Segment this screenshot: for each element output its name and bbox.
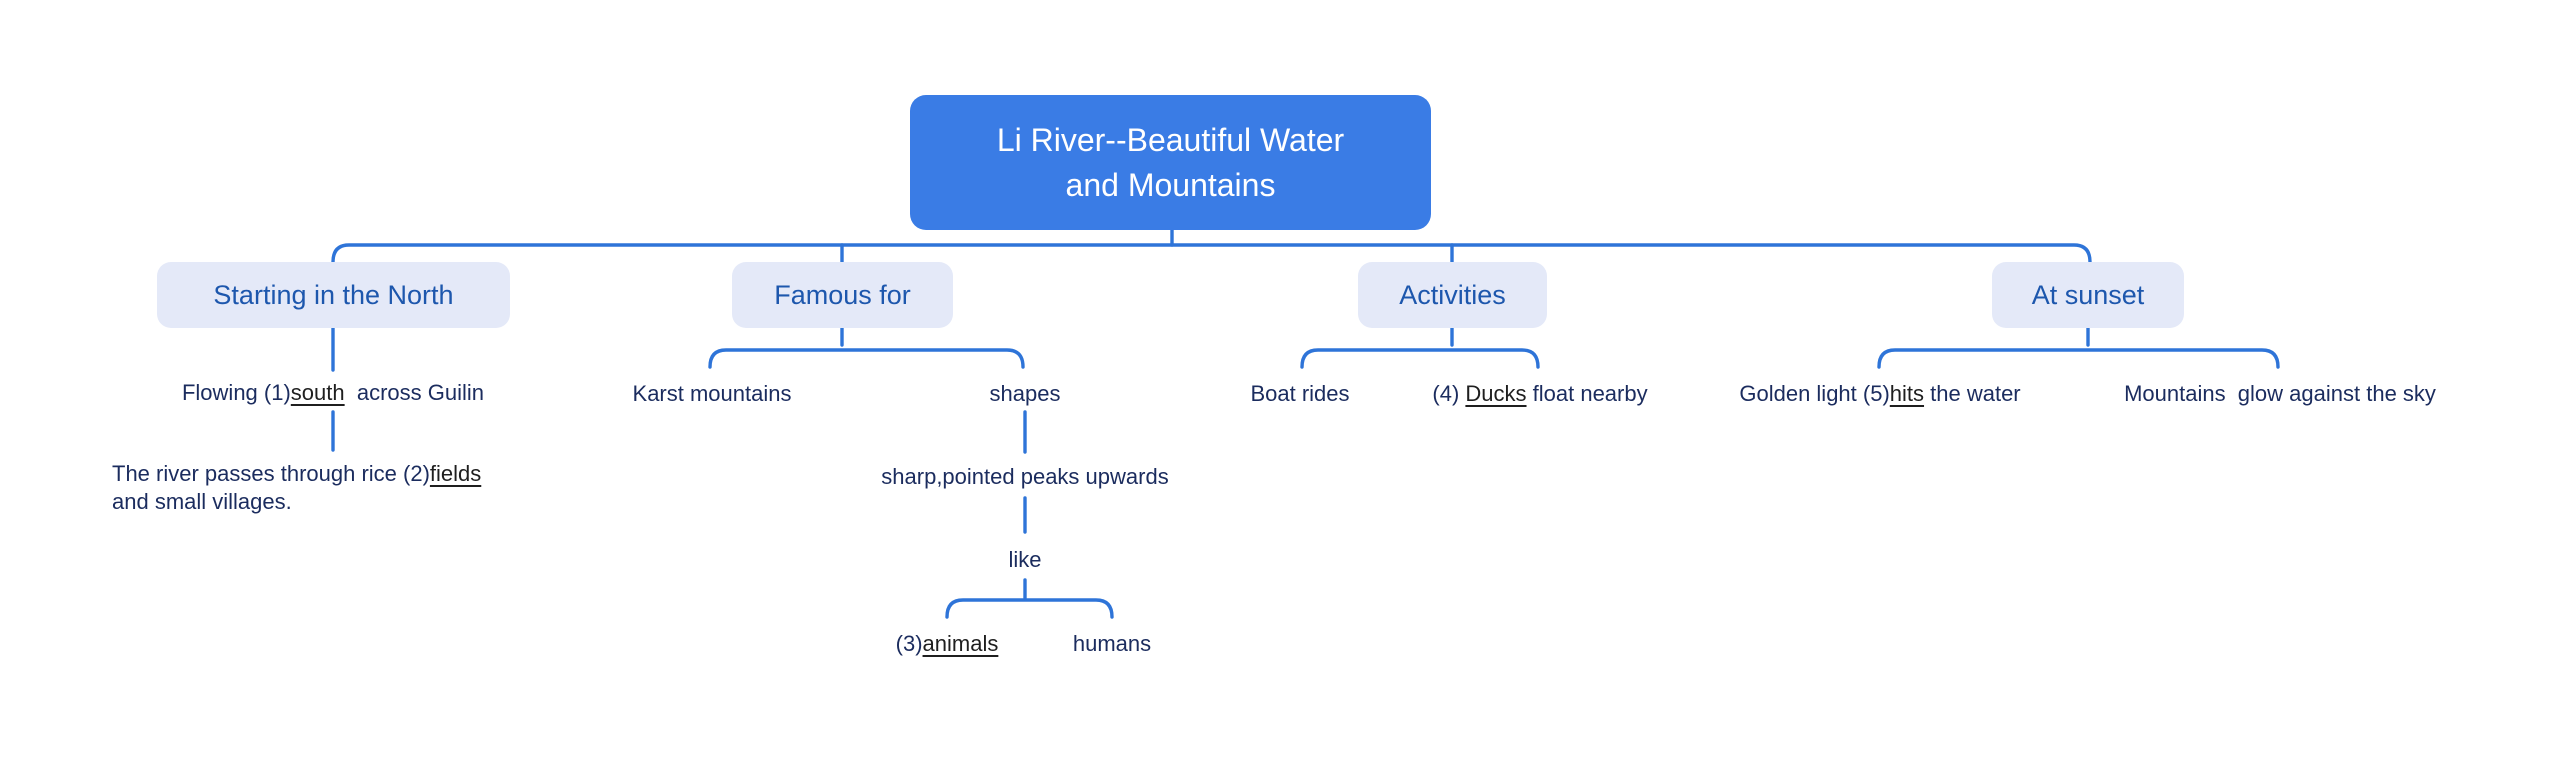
text-fragment: (3)	[895, 631, 923, 656]
connector-activities-bracket	[1300, 348, 1540, 369]
node-shapes[interactable]: shapes	[989, 381, 1061, 406]
connector-sunset-bracket	[1877, 348, 2280, 369]
node-flowing-south-across-guilin[interactable]: Flowing (1)south across Guilin	[182, 379, 484, 407]
text-fragment: Flowing (1)	[181, 380, 291, 405]
text-fragment: across Guilin	[344, 380, 485, 405]
text-fragment: the water	[1924, 381, 2021, 406]
connector-like-bracket	[945, 598, 1114, 619]
branch-node-at-sunset[interactable]: At sunset	[1992, 262, 2184, 328]
branch-label: Starting in the North	[213, 279, 454, 310]
node-animals[interactable]: (3)animals	[896, 630, 999, 658]
text-fragment: float nearby	[1526, 381, 1648, 406]
root-title-line2: and Mountains	[1065, 166, 1276, 203]
root-title-line1: Li River--Beautiful Water	[996, 121, 1345, 158]
branch-label: Activities	[1399, 279, 1506, 310]
node-river-passes-rice-fields[interactable]: The river passes through rice (2)fields a…	[112, 460, 481, 516]
branch-label: At sunset	[2031, 279, 2145, 310]
answer-blank-filled: animals	[922, 631, 999, 656]
connector-root-to-branches	[331, 243, 2092, 264]
answer-blank-filled: south	[290, 380, 345, 405]
text-fragment: The river passes through rice (2)	[112, 461, 430, 486]
text-fragment: Golden light (5)	[1739, 381, 1890, 406]
connector-famous-bracket	[708, 348, 1025, 369]
node-ducks-float-nearby[interactable]: (4) Ducks float nearby	[1432, 380, 1647, 408]
answer-blank-filled: Ducks	[1465, 381, 1527, 406]
branch-label: Famous for	[774, 279, 911, 310]
node-sharp-pointed-peaks[interactable]: sharp,pointed peaks upwards	[881, 464, 1169, 489]
branch-node-famous-for[interactable]: Famous for	[732, 262, 953, 328]
node-mountains-glow-sky[interactable]: Mountains glow against the sky	[2124, 381, 2436, 406]
node-humans[interactable]: humans	[1072, 631, 1152, 656]
branch-node-activities[interactable]: Activities	[1358, 262, 1547, 328]
answer-blank-filled: fields	[429, 461, 482, 486]
node-golden-light-hits-water[interactable]: Golden light (5)hits the water	[1739, 380, 2020, 408]
branch-node-starting-in-the-north[interactable]: Starting in the North	[157, 262, 510, 328]
text-fragment: and small villages.	[112, 489, 292, 514]
text-fragment: (4)	[1432, 381, 1466, 406]
node-like[interactable]: like	[1008, 547, 1042, 572]
answer-blank-filled: hits	[1889, 381, 1925, 406]
node-boat-rides[interactable]: Boat rides	[1250, 381, 1350, 406]
root-node[interactable]: Li River--Beautiful Water and Mountains	[910, 95, 1431, 230]
node-karst-mountains[interactable]: Karst mountains	[632, 381, 792, 406]
